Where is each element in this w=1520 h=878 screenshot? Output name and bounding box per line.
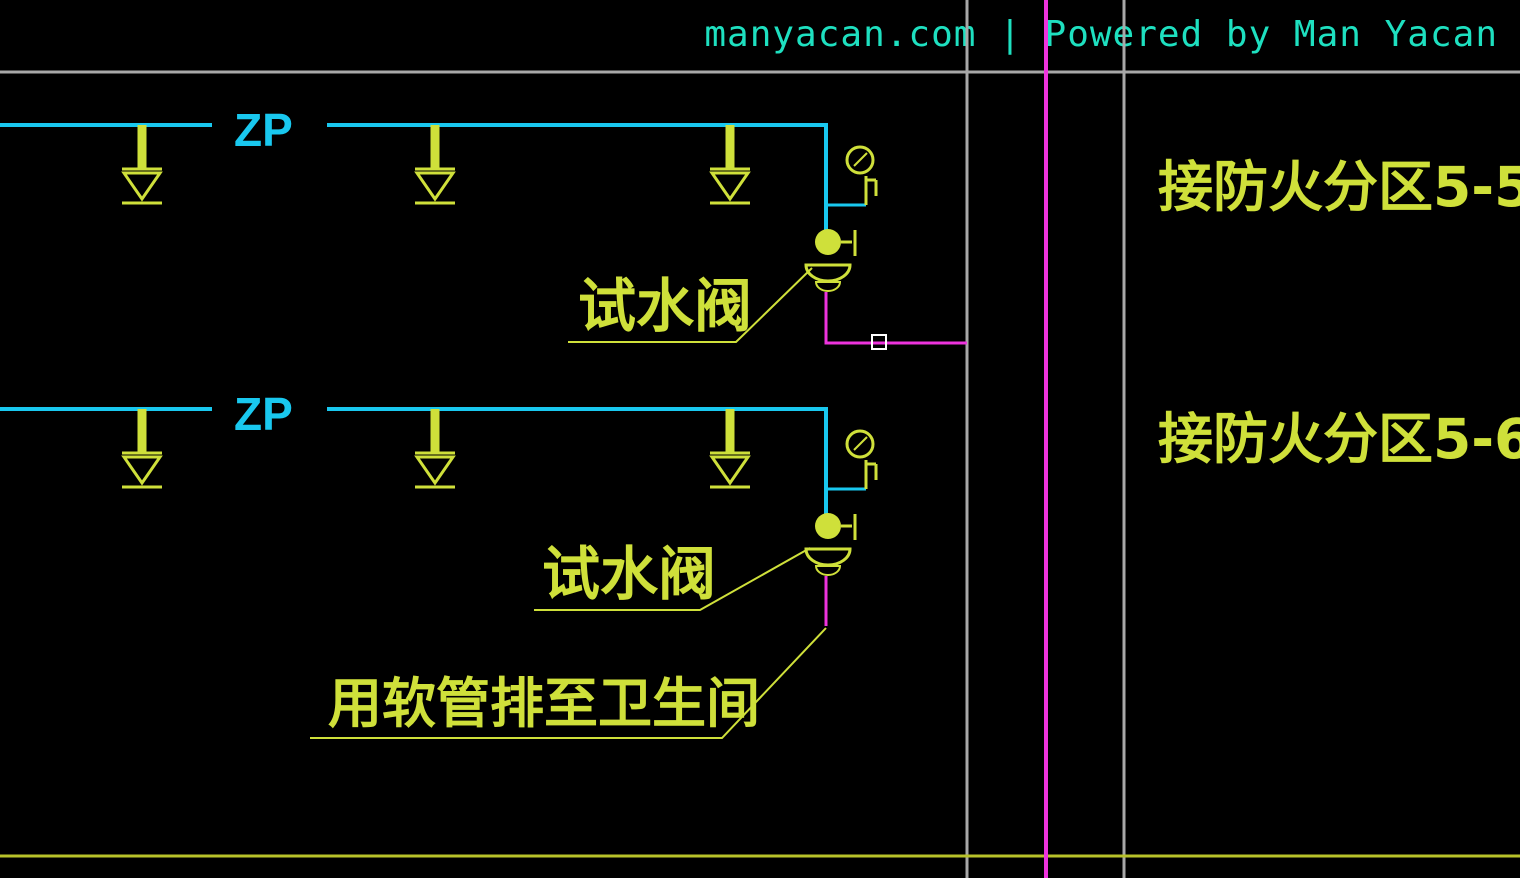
- zone-label-5-5: 接防火分区5-5: [1158, 155, 1520, 219]
- sprinkler-head: [414, 125, 456, 205]
- drain-note: 用软管排至卫生间: [328, 672, 760, 735]
- pipe-label-bottom: ZP: [234, 388, 293, 440]
- watermark-powered: Powered by Man Yacan: [1044, 14, 1498, 55]
- sprinkler-head: [121, 125, 163, 205]
- watermark-site: manyacan.com: [704, 14, 977, 55]
- valve-label-bottom: 试水阀: [542, 540, 716, 608]
- valve-label-top: 试水阀: [578, 272, 752, 340]
- sprinkler-head: [121, 409, 163, 489]
- pressure-gauge-icon: [826, 429, 878, 491]
- watermark-header: manyacan.com | Powered by Man Yacan: [704, 14, 1498, 55]
- sprinkler-head: [709, 409, 751, 489]
- sprinkler-head: [709, 125, 751, 205]
- sprinkler-head: [414, 409, 456, 489]
- leader-drain-note: [310, 627, 827, 739]
- branch-bottom: ZP: [0, 388, 878, 739]
- node-marker: [871, 334, 887, 350]
- leader-valve-top: [568, 267, 813, 343]
- drain-line-top: [824, 292, 967, 345]
- zone-label-5-6: 接防火分区5-6: [1158, 407, 1520, 471]
- test-valve-icon: [804, 229, 857, 292]
- test-valve-icon: [804, 513, 857, 576]
- branch-top: ZP: [0, 104, 967, 350]
- watermark-separator: |: [999, 14, 1022, 55]
- pipe-label-top: ZP: [234, 104, 293, 156]
- leader-valve-bottom: [534, 547, 811, 611]
- pressure-gauge-icon: [826, 145, 878, 207]
